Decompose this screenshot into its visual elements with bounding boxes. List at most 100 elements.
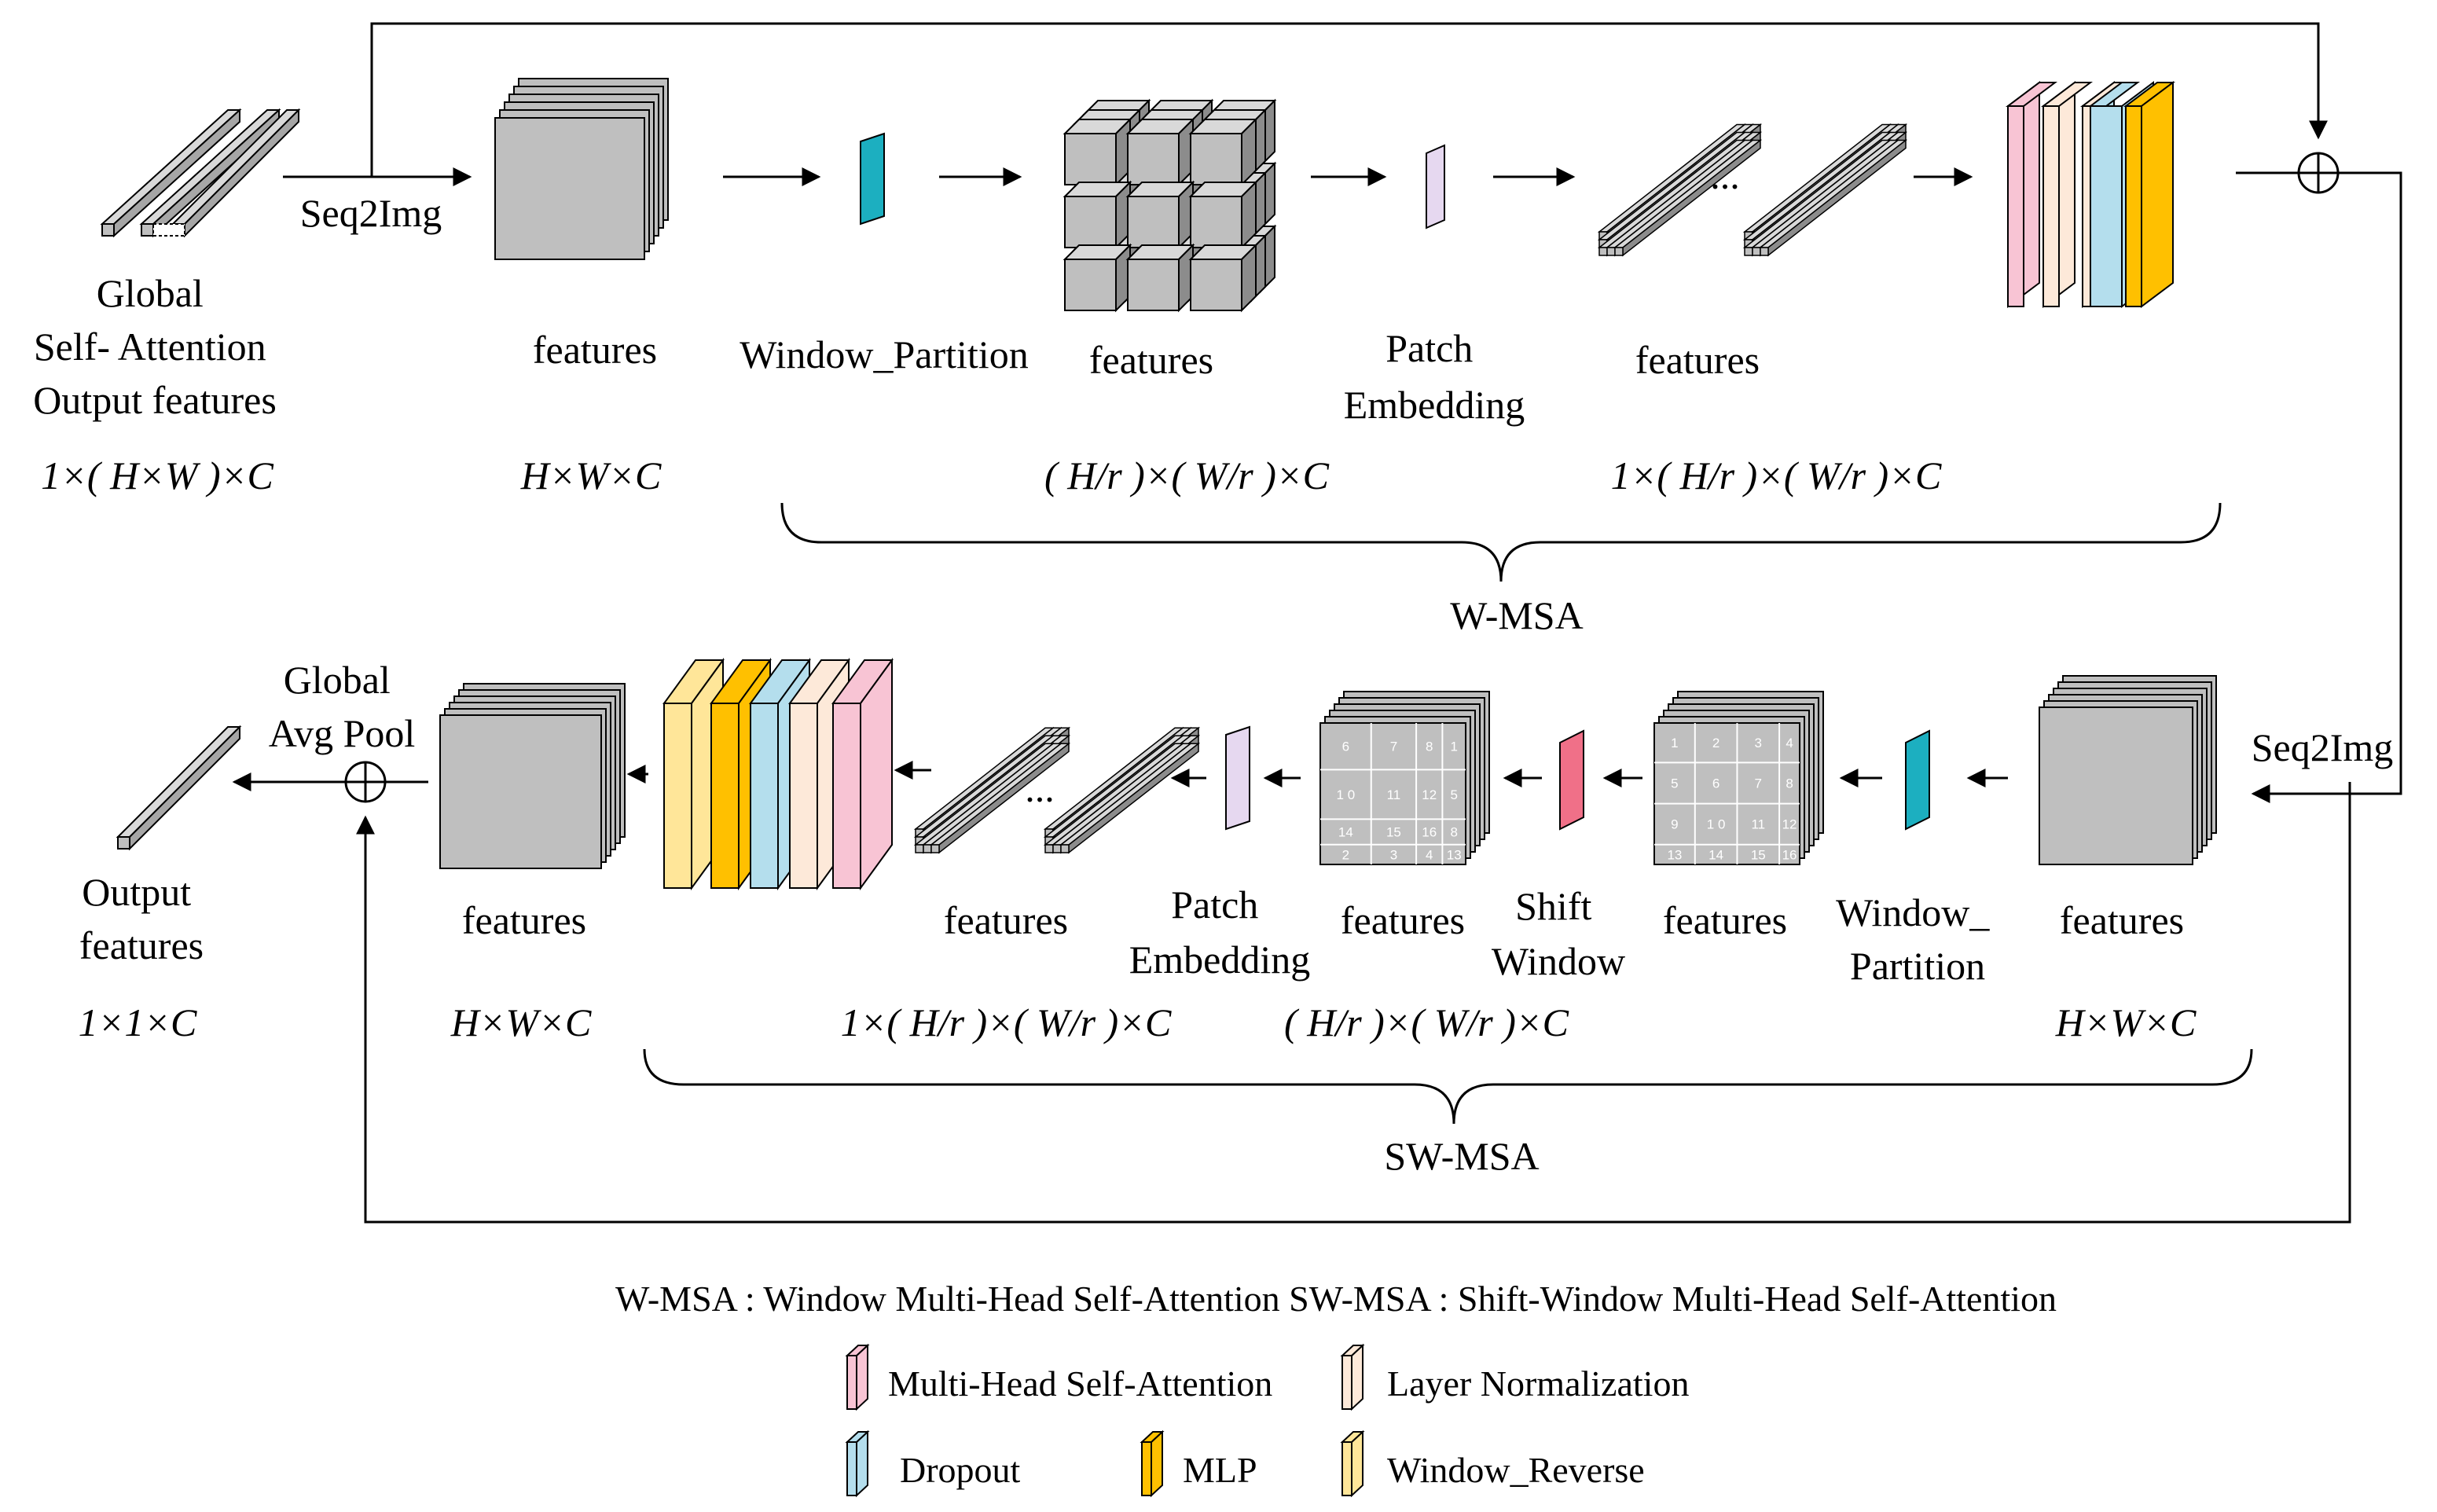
window-reverse-layer	[663, 703, 692, 889]
legend-swatch	[1340, 1343, 1365, 1411]
window-cube	[1063, 243, 1132, 313]
grid-cell-number: 5	[1671, 776, 1678, 791]
grid-cell-number: 4	[1426, 847, 1433, 862]
grid-cell-number: 3	[1755, 736, 1762, 750]
token-stick	[929, 742, 1071, 854]
input-label-line-1: Global	[97, 271, 204, 315]
features-dim-bottom-3: ( H/r )×( W/r )×C	[1284, 1000, 1569, 1044]
seq2img-label-top: Seq2Img	[300, 191, 442, 235]
grid-cell-number: 11	[1751, 817, 1765, 832]
legend-swatch	[1140, 1429, 1165, 1498]
patch-embedding-top-line-2: Embedding	[1344, 383, 1525, 427]
skip-connection-top	[370, 22, 2328, 177]
legend-label: Dropout	[900, 1450, 1021, 1490]
output-dim: 1×1×C	[79, 1000, 197, 1044]
legend-swatch	[845, 1343, 870, 1411]
patch-embedding-bottom-line-2: Embedding	[1129, 938, 1311, 982]
ellipsis-bottom: ...	[1025, 766, 1055, 810]
input-label-line-2: Self- Attention	[34, 325, 266, 369]
features-dim-bottom-5: H×W×C	[450, 1000, 592, 1044]
add-node-top	[2297, 152, 2340, 194]
connector-top-to-bottom	[2251, 171, 2402, 803]
features-dim-bottom-1: H×W×C	[2055, 1000, 2197, 1044]
grid-cell-number: 5	[1450, 787, 1457, 802]
feature-map-stack-bottom-left	[439, 683, 626, 869]
mlp-layer-bottom	[710, 703, 740, 889]
grid-cell-number: 15	[1386, 825, 1401, 840]
token-stick	[1059, 742, 1201, 854]
grid-cell-number: 3	[1390, 847, 1397, 862]
global-avg-pool-label: Global Avg Pool	[269, 658, 416, 755]
transformer-layers-top	[2006, 81, 2175, 308]
window-cube-grid	[1063, 98, 1277, 313]
grid-cell-number: 13	[1667, 847, 1682, 862]
grid-cell-number: 2	[1712, 736, 1719, 750]
feature-map-stack-bottom-right	[2039, 675, 2217, 865]
legend-label: MLP	[1183, 1450, 1257, 1490]
grid-cell-number: 1 0	[1707, 817, 1726, 832]
shift-window-line-1: Shift	[1515, 884, 1591, 928]
grid-cell-number: 7	[1755, 776, 1762, 791]
legend: Multi-Head Self-Attention Layer Normaliza…	[845, 1343, 1689, 1498]
add-node-bottom	[344, 761, 387, 803]
grid-cell-number: 6	[1342, 739, 1349, 754]
features-label-bottom-3: features	[1341, 898, 1465, 942]
norm-layer-bottom	[789, 703, 818, 889]
input-sequence-bars	[100, 108, 301, 238]
grid-cell-number: 16	[1782, 847, 1797, 862]
seq2img-label-bottom: Seq2Img	[2252, 725, 2394, 769]
w-msa-brace	[780, 502, 2222, 582]
global-avg-pool-line-1: Global	[284, 658, 391, 702]
feature-map-stack-top	[494, 78, 669, 260]
window-partition-block-bottom	[1905, 729, 1930, 831]
grid-cell-number: 7	[1390, 739, 1397, 754]
global-avg-pool-line-2: Avg Pool	[269, 711, 416, 755]
grid-cell-number: 9	[1671, 817, 1678, 832]
shift-window-block	[1559, 729, 1584, 831]
grid-cell-number: 8	[1426, 739, 1433, 754]
window-cube	[1125, 117, 1195, 187]
features-dim-bottom-4: 1×( H/r )×( W/r )×C	[841, 1000, 1172, 1044]
patch-embedding-label-top: Patch Embedding	[1344, 326, 1525, 427]
grid-cell-number: 12	[1782, 817, 1797, 832]
shift-window-label: Shift Window	[1492, 884, 1625, 983]
sw-msa-brace	[643, 1048, 2253, 1125]
window-partition-bottom-line-2: Partition	[1850, 944, 1985, 988]
abbreviation-definitions: W-MSA : Window Multi-Head Self-Attention…	[615, 1279, 2057, 1319]
legend-label: Window_Reverse	[1387, 1450, 1645, 1490]
dropout-layer-bottom	[750, 703, 779, 889]
legend-swatch	[1340, 1429, 1365, 1498]
patch-embedding-block-bottom	[1225, 725, 1250, 831]
grid-cell-number: 14	[1708, 847, 1723, 862]
features-dim-top-1: H×W×C	[520, 453, 662, 497]
input-label: Global Self- Attention Output features	[33, 271, 277, 422]
token-stick	[1613, 138, 1763, 257]
window-partition-label-bottom: Window_ Partition	[1836, 890, 1999, 988]
legend-swatch	[845, 1429, 870, 1498]
window-partition-block-top	[860, 132, 885, 226]
shift-window-line-2: Window	[1492, 939, 1625, 983]
features-dim-top-3: 1×( H/r )×( W/r )×C	[1611, 453, 1942, 497]
mlp-layer-top	[2125, 105, 2142, 307]
output-label-line-2: features	[79, 923, 204, 967]
patch-embedding-bottom-line-1: Patch	[1171, 883, 1258, 927]
grid-cell-number: 14	[1338, 825, 1353, 840]
features-label-bottom-5: features	[462, 898, 586, 942]
grid-cell-number: 16	[1422, 825, 1437, 840]
grid-cell-number: 11	[1387, 787, 1401, 802]
input-dim: 1×( H×W )×C	[41, 453, 273, 497]
grid-cell-number: 4	[1786, 736, 1793, 750]
grid-cell-number: 1	[1450, 739, 1457, 754]
legend-label: Multi-Head Self-Attention	[888, 1363, 1272, 1404]
features-label-top-3: features	[1635, 338, 1760, 382]
window-cube	[1063, 180, 1132, 250]
output-label: Output features	[79, 870, 204, 967]
window-partition-label-top: Window_Partition	[740, 332, 1028, 376]
window-cube	[1125, 180, 1195, 250]
legend-label: Layer Normalization	[1387, 1363, 1689, 1404]
input-label-line-3: Output features	[33, 378, 277, 422]
window-cube	[1125, 243, 1195, 313]
transformer-layers-bottom	[662, 657, 894, 891]
